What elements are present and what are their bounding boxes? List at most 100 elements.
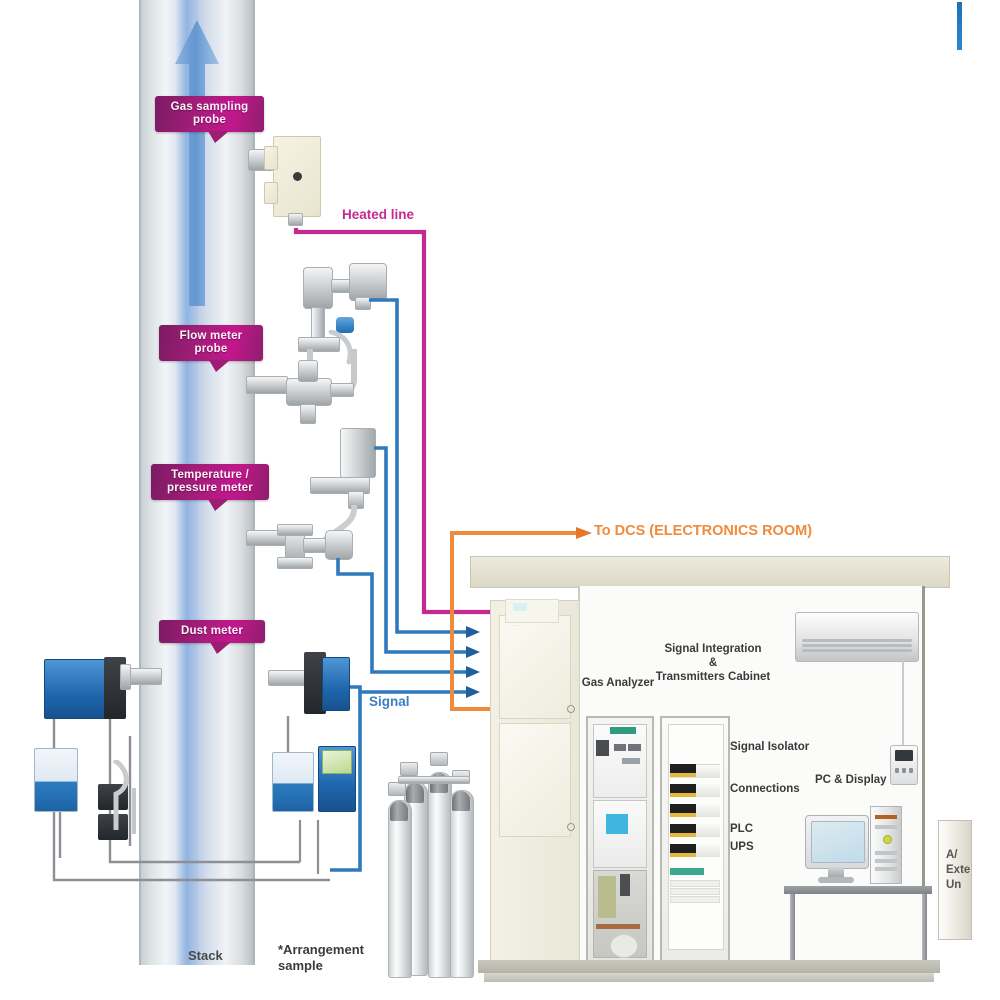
- isolator-terminal: [670, 813, 696, 817]
- stack-name-label: Stack: [188, 948, 223, 963]
- tower-bay: [875, 825, 897, 829]
- purge-air-unit-left: [34, 748, 78, 812]
- calibration-gas-cylinder: [428, 772, 452, 978]
- arrangement-sample-footnote: *Arrangement sample: [278, 942, 364, 974]
- cylinder-regulator: [388, 782, 406, 796]
- thermostat-button[interactable]: [895, 768, 899, 773]
- shelter-floor-slab-upper: [478, 960, 940, 973]
- desk-leg: [790, 894, 795, 966]
- signal-label: Signal: [369, 694, 410, 709]
- isolator-module: [670, 824, 696, 833]
- stack-label-flow-meter-probe: Flow meter probe: [159, 325, 263, 374]
- signal-isolator-label: Signal Isolator: [730, 741, 810, 753]
- thermostat-icon[interactable]: [890, 745, 918, 785]
- analyzer-copper-bar: [596, 924, 640, 929]
- analyzer-keypad-a: [614, 744, 626, 751]
- monitor-screen: [811, 821, 865, 863]
- probe-head-flange-left-2: [264, 182, 278, 204]
- isolator-terminal: [670, 793, 696, 797]
- isolator-module: [670, 764, 696, 773]
- pump-outlet: [355, 297, 371, 310]
- probe-head-outlet: [288, 213, 303, 226]
- valve-neck-a: [331, 279, 351, 293]
- pc-and-display-label: PC & Display: [815, 774, 887, 786]
- cabinet-small-text: ·· · ···: [502, 623, 519, 629]
- air-conditioner-icon: [795, 612, 919, 662]
- purge-air-unit-right: [272, 752, 314, 812]
- sample-pump-housing: [349, 263, 387, 301]
- monitor: [805, 815, 869, 869]
- ac-vent-line: [802, 639, 912, 642]
- shelter-roof: [470, 556, 950, 588]
- ac-vent-line: [802, 644, 912, 647]
- monitor-stand: [828, 867, 844, 877]
- ac-external-unit: [938, 820, 972, 940]
- tower-bay: [875, 851, 897, 855]
- valve-stem-a: [311, 307, 325, 339]
- plc-module: [670, 868, 704, 875]
- dust-meter-mount-right: [304, 652, 326, 714]
- analyzer-blue-panel: [606, 814, 628, 834]
- calibration-gas-cylinder: [450, 790, 474, 978]
- tower-badge: [875, 815, 897, 819]
- monitor-foot: [818, 877, 854, 883]
- probe-head-port: [293, 172, 302, 181]
- heated-line-label: Heated line: [342, 207, 415, 222]
- isolator-terminal: [670, 853, 696, 857]
- thermostat-screen: [895, 750, 913, 761]
- gas-analyzer-cabinet: [586, 716, 654, 964]
- plc-label: PLC: [730, 823, 753, 835]
- condensate-pot: [340, 428, 376, 478]
- cylinder-cap: [390, 801, 408, 821]
- isolator-terminal: [670, 773, 696, 777]
- ups-module: [670, 896, 720, 903]
- valve-body-a: [303, 267, 333, 309]
- cabinet-knob-lower[interactable]: [567, 823, 575, 831]
- analyzer-module-mid: [593, 800, 647, 868]
- thermostat-cable: [902, 660, 904, 746]
- isolator-module: [670, 804, 696, 813]
- thermostat-button[interactable]: [902, 768, 906, 773]
- analyzer-display: [596, 740, 609, 756]
- flow-meter-outlet: [330, 383, 354, 397]
- flow-meter-drain: [300, 404, 316, 424]
- dust-meter-receiver-right: [322, 657, 350, 711]
- pressure-transmitter: [325, 530, 353, 560]
- transmitters-cabinet: [660, 716, 730, 964]
- desk-top: [784, 886, 932, 894]
- dust-meter-transmitter-left: [44, 659, 108, 719]
- stack-label-gas-sampling-probe: Gas sampling probe: [155, 96, 264, 145]
- entry-gland: [513, 603, 527, 611]
- thermostat-button[interactable]: [909, 768, 913, 773]
- local-display-screen: [322, 750, 352, 774]
- shelter-left-cabinet: [490, 599, 580, 962]
- up-arrow-icon: [175, 20, 219, 306]
- analyzer-pump: [620, 874, 630, 896]
- cylinder-manifold: [398, 776, 470, 784]
- ups-module: [670, 888, 720, 895]
- purge-hose-left: [112, 760, 136, 834]
- tower-bay: [875, 859, 897, 863]
- power-button[interactable]: [883, 835, 892, 844]
- ac-external-unit-label: A/ Exte Un: [946, 849, 971, 891]
- filter-unit-left-b: [98, 814, 128, 840]
- cabinet-knob-upper[interactable]: [567, 705, 575, 713]
- flow-meter-body: [286, 378, 332, 406]
- isolator-module: [670, 784, 696, 793]
- valve-handwheel-bottom: [277, 557, 313, 569]
- cylinder-cap: [452, 791, 470, 811]
- ups-module: [670, 880, 720, 887]
- isolator-module: [670, 844, 696, 853]
- cylinder-regulator: [430, 752, 448, 766]
- probe-head-flange-left: [264, 146, 278, 170]
- shelter-floor-slab-lower: [484, 973, 934, 982]
- gas-analyzer-label: Gas Analyzer: [581, 677, 655, 689]
- analyzer-fan: [610, 934, 638, 958]
- analyzer-status-strip: [610, 727, 636, 734]
- to-dcs-label: To DCS (ELECTRONICS ROOM): [594, 523, 813, 539]
- pc-tower: [870, 806, 902, 884]
- dust-probe-flange-left: [120, 664, 131, 690]
- cabinet-door-upper: [499, 615, 571, 719]
- desk-leg: [922, 894, 927, 966]
